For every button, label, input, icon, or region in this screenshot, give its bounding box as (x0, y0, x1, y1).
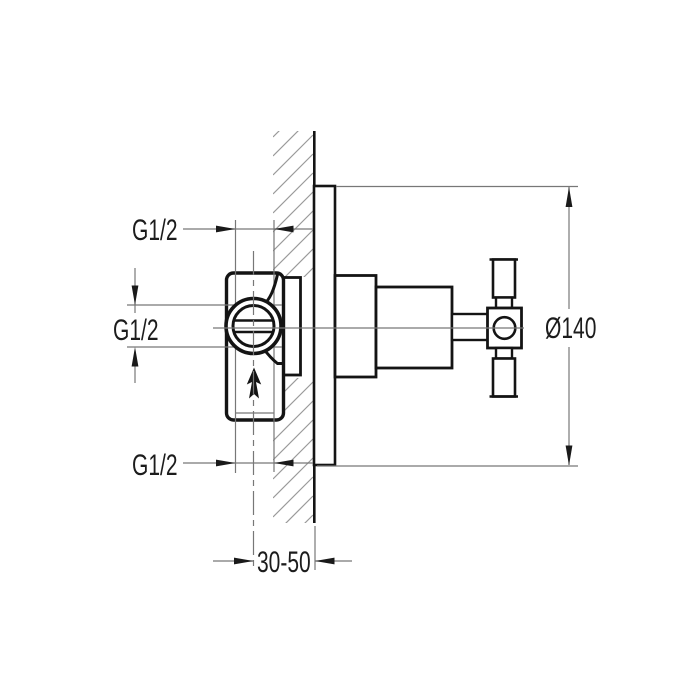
dim-arrow (131, 347, 139, 367)
label-installation-depth: 30-50 (257, 546, 311, 579)
label-bottom-port-thread: G1/2 (132, 449, 178, 482)
dim-arrow (565, 445, 573, 466)
dimension-bottom-port (183, 459, 313, 467)
valve-body-group (127, 220, 286, 473)
dimension-plate-diameter (317, 185, 578, 467)
dim-arrow (274, 225, 294, 233)
valve-neck (282, 276, 302, 377)
dim-arrow (216, 459, 236, 467)
cover-plate-side (312, 184, 337, 467)
valve-stem (450, 312, 491, 342)
dim-arrow (315, 557, 335, 565)
dimension-side-port (131, 268, 139, 383)
handle-lower-neck (494, 346, 514, 360)
handle-lower-arm (491, 357, 517, 398)
dimension-top-port (183, 225, 313, 233)
label-top-port-thread: G1/2 (132, 214, 178, 247)
handle-upper-neck (494, 296, 514, 310)
dim-arrow (565, 187, 573, 207)
dim-arrow (274, 459, 294, 467)
label-plate-diameter: Ø140 (545, 312, 597, 345)
handle-upper-arm (491, 258, 517, 299)
dimension-wall-depth (213, 526, 352, 570)
dim-arrow (131, 285, 139, 305)
label-side-port-thread: G1/2 (113, 314, 159, 347)
dim-arrow (216, 225, 236, 233)
trim-sleeve (333, 274, 378, 379)
dim-arrow (234, 557, 254, 565)
